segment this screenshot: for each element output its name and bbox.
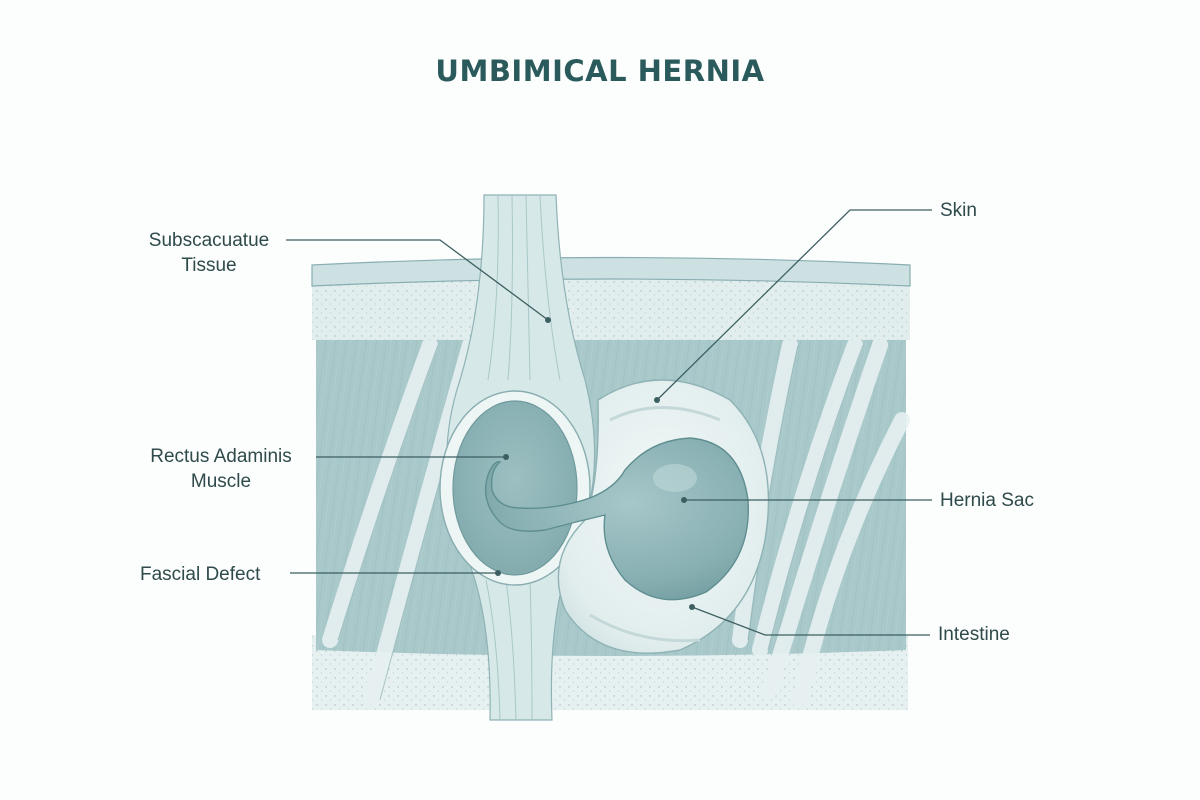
leader-lines [286, 209, 932, 636]
label-subcutaneous-tissue: Subscacuatue Tissue [128, 228, 290, 278]
label-subcutaneous-line1: Subscacuatue [148, 230, 270, 251]
label-rectus-line1: Rectus Adaminis [150, 446, 292, 467]
leader-intestine [691, 606, 930, 636]
leader-dots [495, 317, 695, 610]
peritoneal-cavity [452, 400, 578, 576]
label-intestine: Intestine [938, 624, 1010, 645]
leader-skin [656, 209, 932, 401]
diagram-title: UMBIMICAL HERNIA [435, 54, 765, 88]
label-hernia-sac: Hernia Sac [940, 490, 1034, 511]
label-skin: Skin [940, 200, 977, 221]
label-rectus-line2: Muscle [190, 471, 252, 492]
leader-subcutaneous [286, 239, 549, 321]
label-subcutaneous-line2: Tissue [181, 255, 237, 276]
label-fascial-defect: Fascial Defect [140, 564, 261, 585]
label-rectus-muscle: Rectus Adaminis Muscle [126, 444, 316, 494]
